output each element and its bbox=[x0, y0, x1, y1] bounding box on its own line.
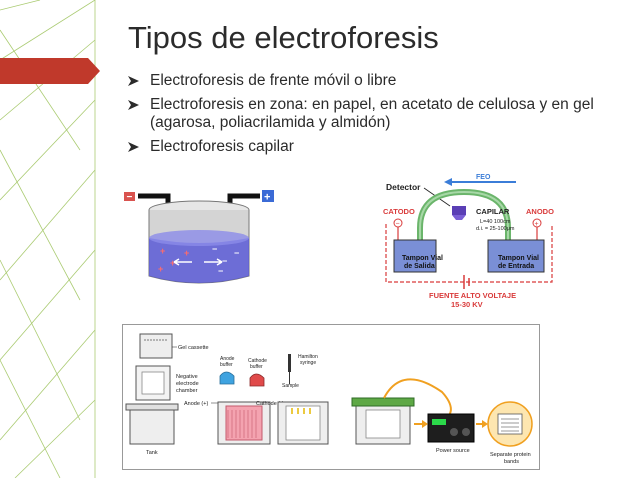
detector-label: Detector bbox=[386, 182, 421, 192]
outlet-vial-label-line1: Tampon Vial bbox=[402, 255, 443, 262]
bullet-text: Electroforesis capilar bbox=[150, 137, 294, 155]
negative-chamber-label-line1: Negative bbox=[176, 374, 198, 380]
svg-text:+: + bbox=[158, 264, 163, 274]
negative-chamber-label-line3: chamber bbox=[176, 388, 198, 394]
svg-text:+: + bbox=[170, 258, 175, 268]
bullet-text: Electroforesis de frente móvil o libre bbox=[150, 72, 397, 89]
capillary-diameter-label: d.i. = 25-100μm bbox=[476, 226, 515, 232]
sample-label: Sample bbox=[282, 383, 299, 389]
capillary-length-label: L=40 100cm bbox=[480, 219, 511, 225]
svg-text:+: + bbox=[184, 248, 189, 258]
anode-label: Anode (+) bbox=[184, 401, 208, 407]
slide-title: Tipos de electroforesis bbox=[128, 20, 439, 55]
slide-decoration bbox=[0, 0, 100, 478]
power-source-label-line2: 15-30 KV bbox=[451, 300, 483, 309]
cathode-buffer-label-line1: Cathode bbox=[248, 358, 267, 364]
power-source-label-line1: FUENTE ALTO VOLTAJE bbox=[429, 291, 516, 300]
bullet-item: Electroforesis capilar bbox=[128, 138, 598, 157]
gel-workflow-figure: Gel cassette Negative electrode chamber … bbox=[122, 324, 540, 470]
capillary-label: CAPILAR bbox=[476, 207, 510, 216]
negative-chamber-label-line2: electrode bbox=[176, 381, 199, 387]
moving-boundary-figure: − + ++ ++ −− −− bbox=[122, 186, 274, 286]
anode-buffer-label-line2: buffer bbox=[220, 362, 233, 368]
svg-text:+: + bbox=[160, 246, 165, 256]
capillary-figure: FEO Detector CATODO CAPILAR ANODO L=40 1… bbox=[380, 170, 558, 312]
hamilton-label-line1: Hamilton bbox=[298, 354, 318, 360]
svg-text:+: + bbox=[535, 221, 539, 228]
bullet-item: Electroforesis en zona: en papel, en ace… bbox=[128, 96, 598, 133]
anode-label: ANODO bbox=[526, 207, 554, 216]
bullet-text: Electroforesis en zona: en papel, en ace… bbox=[150, 95, 594, 132]
cathode-label: Cathode (-) bbox=[256, 401, 284, 407]
svg-text:−: − bbox=[212, 244, 217, 254]
arrow-bullet-icon bbox=[128, 76, 139, 86]
gel-cassette-label: Gel cassette bbox=[178, 345, 209, 351]
bullet-item: Electroforesis de frente móvil o libre bbox=[128, 72, 598, 91]
eof-label: FEO bbox=[476, 174, 491, 181]
svg-text:+: + bbox=[264, 192, 270, 204]
arrow-bullet-icon bbox=[128, 141, 139, 152]
svg-text:−: − bbox=[218, 266, 223, 276]
anode-buffer-label-line1: Anode bbox=[220, 356, 235, 362]
bands-label-line1: Separate protein bbox=[490, 452, 531, 458]
tank-label: Tank bbox=[146, 450, 158, 456]
bands-label-line2: bands bbox=[504, 459, 519, 465]
cathode-label: CATODO bbox=[383, 207, 415, 216]
inlet-vial-label-line2: de Entrada bbox=[498, 263, 534, 270]
svg-text:−: − bbox=[234, 248, 239, 258]
bullet-list: Electroforesis de frente móvil o libre E… bbox=[128, 72, 598, 161]
arrow-bullet-icon bbox=[128, 99, 139, 110]
svg-text:−: − bbox=[127, 192, 133, 203]
svg-text:−: − bbox=[396, 221, 400, 228]
hamilton-label-line2: syringe bbox=[300, 360, 316, 366]
outlet-vial-label-line2: de Salida bbox=[404, 263, 435, 270]
inlet-vial-label-line1: Tampon Vial bbox=[498, 255, 539, 262]
power-source-label: Power source bbox=[436, 448, 470, 454]
cathode-buffer-label-line2: buffer bbox=[250, 364, 263, 370]
svg-text:−: − bbox=[222, 256, 227, 266]
